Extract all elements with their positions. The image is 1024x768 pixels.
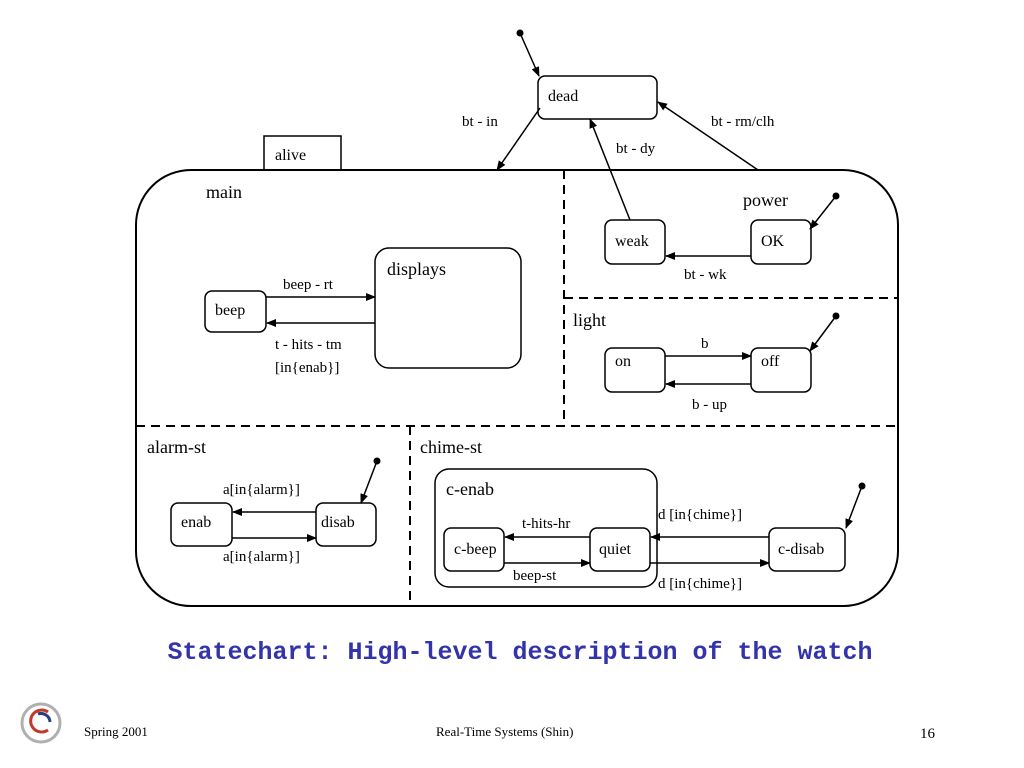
label-t-hits-tm: t - hits - tm [275,337,342,353]
label-alarm-top: a[in{alarm}] [223,482,300,498]
label-d-chime-top: d [in{chime}] [658,507,742,523]
page-number: 16 [920,726,935,742]
region-light-label: light [573,310,606,330]
state-beep [204,290,267,333]
state-beep-label: beep [215,302,245,319]
state-c-enab-label: c-enab [446,479,494,499]
state-alive [135,169,899,607]
label-t-hits-hr: t-hits-hr [522,516,570,532]
state-c-enab [434,468,658,588]
label-b-up: b - up [692,397,727,413]
state-quiet [589,527,651,572]
state-ok [750,219,812,265]
state-dead [537,75,658,120]
initial-arrow-chime [845,485,863,529]
arrow-bt-dy [589,118,631,221]
state-quiet-label: quiet [599,541,632,558]
state-disab [315,502,377,547]
arrow-bt-in [496,107,541,171]
label-bt-wk: bt - wk [684,267,727,283]
state-off [750,347,812,393]
alive-tab [263,135,342,171]
label-beep-st: beep-st [513,568,557,584]
state-enab-label: enab [181,514,211,531]
state-c-beep [443,527,505,572]
state-weak [604,219,666,265]
state-c-disab [768,527,846,572]
state-c-disab-label: c-disab [778,541,824,558]
region-power-label: power [743,190,788,210]
slide-caption: Statechart: High-level description of th… [167,638,873,667]
initial-arrow-dead [519,32,540,77]
label-beep-rt: beep - rt [283,277,334,293]
state-enab [170,502,233,547]
label-in-enab: [in{enab}] [275,360,339,376]
state-c-beep-label: c-beep [454,541,497,558]
region-alarm-label: alarm-st [147,437,206,457]
state-dead-label: dead [548,88,578,105]
label-alarm-bottom: a[in{alarm}] [223,549,300,565]
region-main-label: main [206,182,242,202]
label-b: b [701,336,709,352]
initial-arrow-alarm [360,460,378,504]
label-d-chime-bottom: d [in{chime}] [658,576,742,592]
alive-label: alive [275,147,306,164]
state-on [604,347,666,393]
state-ok-label: OK [761,233,785,250]
label-bt-dy: bt - dy [616,141,656,157]
footer-center: Real-Time Systems (Shin) [436,724,574,739]
label-bt-in: bt - in [462,114,498,130]
initial-arrow-power [809,195,837,230]
footer-left: Spring 2001 [84,724,148,739]
state-disab-label: disab [321,514,355,531]
label-bt-rmclh: bt - rm/clh [711,114,775,130]
arrow-bt-rmclh [657,101,759,171]
region-chime-label: chime-st [420,437,482,457]
state-on-label: on [615,353,631,370]
state-off-label: off [761,353,780,370]
state-displays-label: displays [387,259,446,279]
cs-logo-icon [20,702,62,744]
state-weak-label: weak [615,233,649,250]
state-displays [374,247,522,369]
initial-arrow-light [809,315,837,352]
